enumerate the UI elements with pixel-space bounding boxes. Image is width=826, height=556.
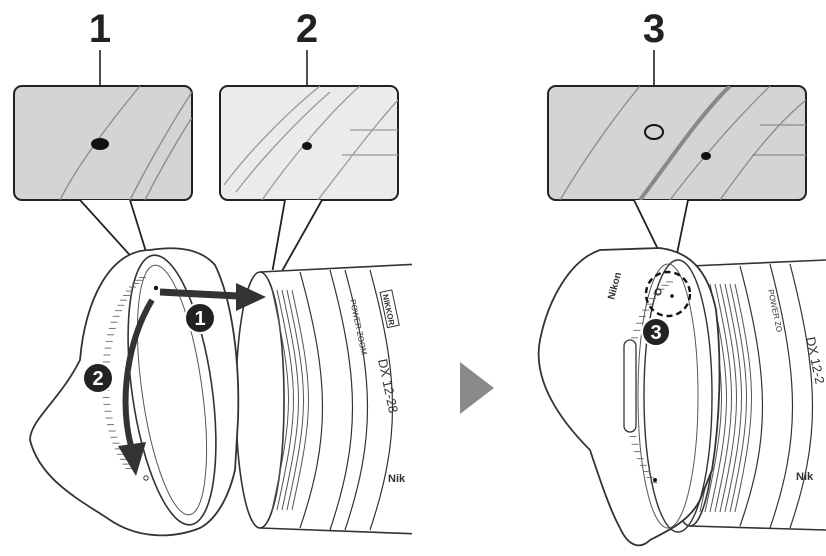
step-badge-2: 2	[82, 362, 114, 394]
lens-brand-text-right: Nik	[796, 471, 814, 483]
lens-mounting-index-mark	[302, 142, 312, 150]
attach-arrow	[159, 283, 266, 311]
lens-body-left: DX 12-28 POWER ZOOM NIKKOR Nik	[235, 263, 412, 535]
zoom-ring-grip	[271, 289, 309, 511]
step-badge-1: 1	[184, 302, 216, 334]
inset-lens-index	[219, 85, 399, 201]
step-number-1: 1	[194, 308, 205, 330]
lens-hood-mounted: Nikon	[537, 247, 721, 547]
alignment-highlight-circle	[644, 270, 692, 318]
step-number-3: 3	[650, 322, 661, 344]
inset-aligned-marks	[547, 85, 807, 201]
right-panel: 3 DX 12-2	[537, 7, 826, 547]
step-badge-3: 3	[641, 317, 671, 347]
inset-hood-index	[13, 85, 193, 201]
callout-number-2: 2	[296, 7, 318, 51]
step-number-2: 2	[92, 368, 103, 390]
lens-index-aligned-mark	[701, 152, 711, 160]
callout-number-1: 1	[89, 7, 111, 51]
hood-mounting-index-mark	[91, 138, 109, 150]
rotate-arrow	[118, 298, 155, 476]
lens-brand-text: Nik	[388, 473, 406, 485]
hood-side-slot	[623, 339, 637, 433]
triangle-right-icon	[460, 362, 494, 414]
hood-index-aligned-mark	[644, 124, 664, 140]
left-panel: 1 2	[13, 7, 412, 537]
callout-number-3: 3	[643, 7, 665, 51]
